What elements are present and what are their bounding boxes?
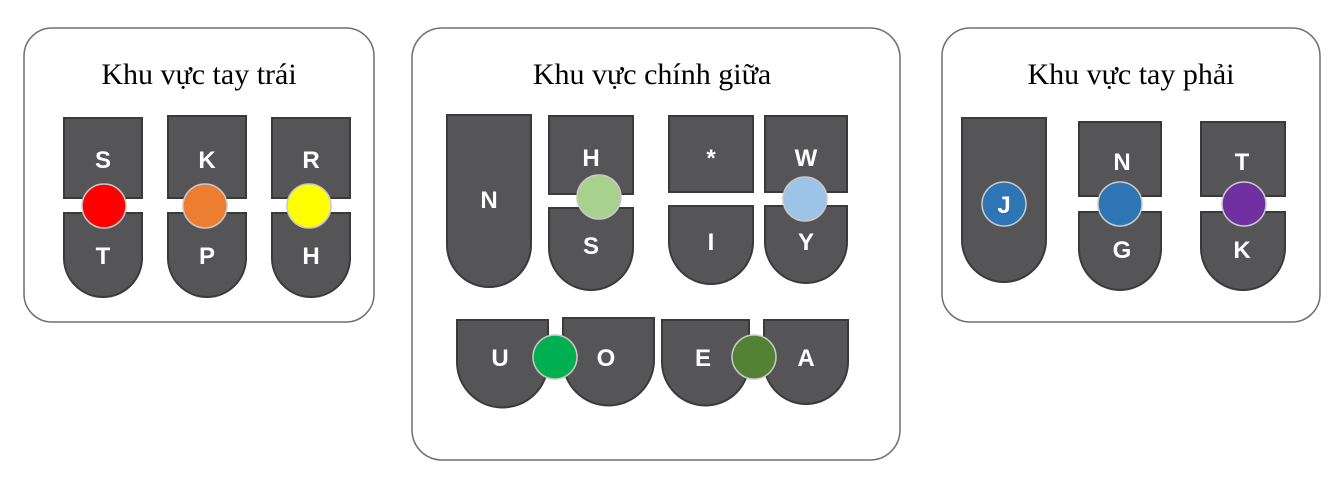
center-panel: Khu vực chính giữa N H S * I W Y: [411, 27, 901, 461]
key-s-t[interactable]: S T: [63, 117, 143, 298]
key-label-e: E: [695, 345, 711, 372]
color-dot-light-green: [576, 174, 622, 220]
key-bottom-y[interactable]: [764, 205, 848, 284]
key-n-g[interactable]: N G: [1078, 121, 1162, 291]
color-dot-dark-green: [731, 334, 777, 380]
key-label-n: N: [480, 187, 497, 214]
key-n-tall[interactable]: N: [446, 114, 532, 288]
key-label-t: T: [1235, 149, 1250, 176]
key-label-r: R: [302, 147, 319, 174]
key-label-a: A: [797, 345, 814, 372]
key-label-h: H: [582, 145, 599, 172]
key-label-i: I: [708, 229, 715, 256]
key-r-h[interactable]: R H: [271, 117, 351, 298]
left-panel-title: Khu vực tay trái: [101, 58, 296, 91]
key-h-s[interactable]: H S: [548, 115, 634, 291]
key-bottom-t[interactable]: [63, 212, 143, 298]
key-label-star: *: [706, 145, 716, 172]
thumb-keys-e-a[interactable]: E A: [661, 319, 849, 407]
key-w-y[interactable]: W Y: [764, 115, 848, 284]
key-n[interactable]: [446, 114, 532, 288]
key-label-k: K: [198, 147, 216, 174]
key-bottom-g[interactable]: [1078, 211, 1162, 291]
key-label-n: N: [1113, 149, 1130, 176]
key-label-j: J: [997, 192, 1010, 219]
color-dot-purple: [1221, 181, 1267, 227]
key-k-p[interactable]: K P: [167, 115, 247, 298]
key-label-t: T: [96, 243, 111, 270]
key-label-g: G: [1113, 237, 1132, 264]
color-dot-light-blue: [782, 176, 828, 222]
center-panel-title: Khu vực chính giữa: [533, 58, 771, 91]
key-label-u: U: [491, 345, 508, 372]
key-label-o: O: [597, 345, 616, 372]
key-label-w: W: [795, 145, 818, 172]
key-label-y: Y: [798, 229, 814, 256]
key-t-k[interactable]: T K: [1200, 121, 1286, 291]
key-bottom-i[interactable]: [668, 205, 754, 285]
color-dot-green: [532, 334, 578, 380]
key-top-star[interactable]: [668, 115, 754, 193]
key-star-i[interactable]: * I: [668, 115, 754, 285]
key-bottom-s[interactable]: [548, 207, 634, 291]
color-dot-red: [81, 183, 127, 229]
key-j-tall[interactable]: J: [961, 117, 1047, 283]
left-hand-panel: Khu vực tay trái S T K P R H: [23, 27, 375, 323]
key-a[interactable]: [763, 319, 849, 405]
key-label-p: P: [199, 243, 215, 270]
color-dot-blue: [1097, 181, 1143, 227]
key-bottom-h[interactable]: [271, 212, 351, 298]
key-bottom-p[interactable]: [167, 212, 247, 298]
thumb-keys-u-o[interactable]: U O: [456, 317, 655, 409]
key-label-s: S: [583, 233, 599, 260]
key-label-h: H: [302, 243, 319, 270]
color-dot-orange: [182, 183, 228, 229]
color-dot-blue-j: [981, 181, 1027, 227]
right-panel-title: Khu vực tay phải: [1027, 58, 1234, 91]
key-o[interactable]: [562, 317, 655, 407]
key-label-s: S: [95, 147, 111, 174]
right-hand-panel: Khu vực tay phải J N G T K: [941, 27, 1321, 323]
key-bottom-k[interactable]: [1200, 211, 1286, 291]
key-label-k: K: [1233, 237, 1251, 264]
color-dot-yellow: [286, 183, 332, 229]
